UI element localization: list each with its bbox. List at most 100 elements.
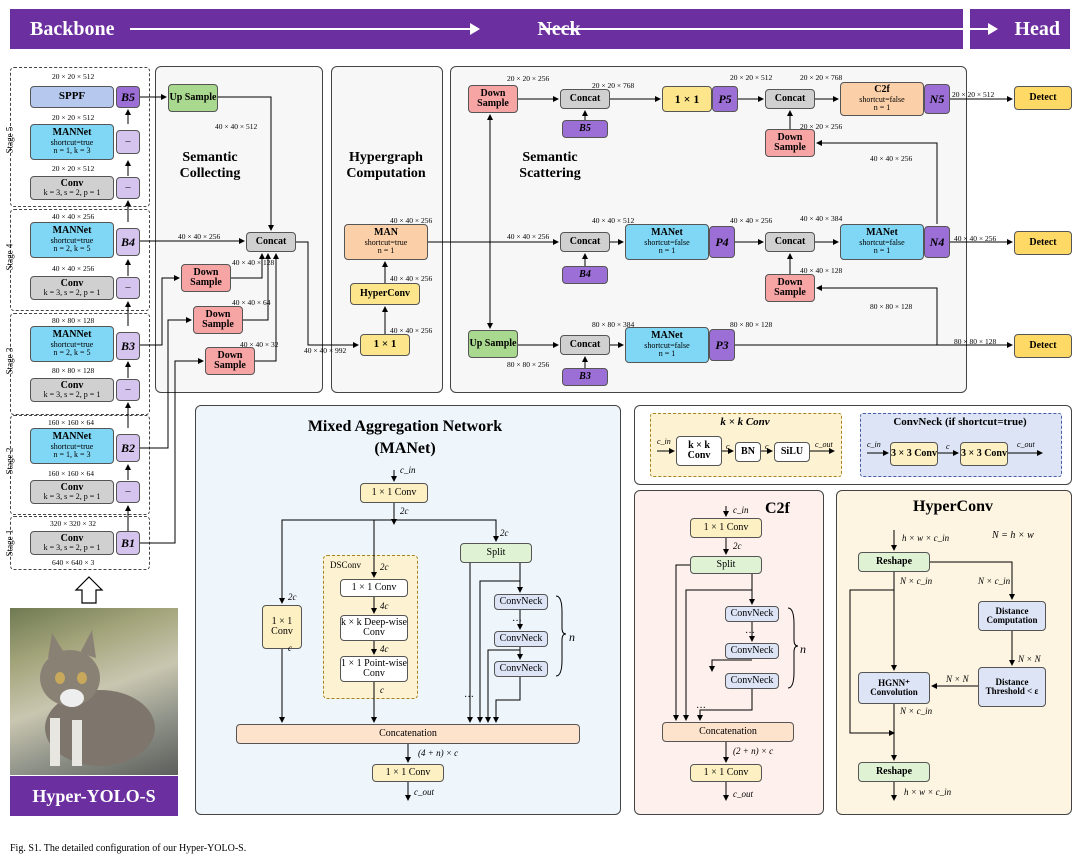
mannet3-sc: shortcut=false (644, 340, 690, 350)
s3-conv-label: Conv (60, 379, 84, 391)
hc-nn-1: N × N (1018, 654, 1041, 664)
manet-convneck-1-label: ConvNeck (499, 595, 543, 607)
manet-dots-1: ··· (512, 616, 522, 627)
kconv-title: k × k Conv (720, 416, 770, 428)
convneck-title: ConvNeck (if shortcut=true) (893, 416, 1027, 428)
stage1-label: Stage 1 (4, 529, 15, 557)
hc-hgnn: HGNN⁺ Convolution (858, 672, 930, 704)
hyper-dim-man: 40 × 40 × 256 (390, 216, 433, 225)
down1-label: Down Sample (190, 266, 222, 288)
s4-mannet-sc: shortcut=true (50, 235, 94, 245)
scatter-dim-cat5: 20 × 20 × 768 (592, 81, 635, 90)
mannet-n4-block: MANet shortcut=false n = 1 (840, 224, 924, 260)
s5-mannet-sc: shortcut=true (50, 137, 94, 147)
collect-title: Semantic Collecting (179, 150, 241, 181)
c2f-conv1-label: 1 × 1 Conv (703, 521, 749, 533)
down2-label: Down Sample (202, 308, 234, 330)
s2-conv-dash: – (116, 481, 140, 503)
c2f-label: C2f (874, 84, 890, 96)
upsample-label: Up Sample (169, 91, 217, 103)
scatter-b3: B3 (562, 368, 608, 386)
c2f-cin: c_in (733, 505, 749, 515)
scatter-concat3-label: Concat (569, 338, 601, 350)
scatter-upsample: Up Sample (468, 330, 518, 358)
hyper-dim-in: 40 × 40 × 992 (304, 346, 347, 355)
cat-photo (10, 608, 178, 775)
s2-dim1: 160 × 160 × 64 (48, 418, 94, 427)
convneck-cout: c_out (1017, 440, 1035, 449)
collect-concat: Concat (246, 232, 296, 252)
man-block: MAN shortcut=true n = 1 (344, 224, 428, 260)
cat-figure (40, 630, 155, 766)
detect-head-3: Detect (1014, 334, 1072, 358)
scatter-dim-mid-in: 40 × 40 × 256 (507, 232, 550, 241)
manet-concat-label: Concatenation (379, 727, 437, 739)
hyper-dim-hc: 40 × 40 × 256 (390, 274, 433, 283)
s4-conv-params: k = 3, s = 2, p = 1 (43, 288, 101, 298)
s5-dim2: 20 × 20 × 512 (52, 113, 95, 122)
s2-mannet-block: MANNet shortcut=true n = 1, k = 3 (30, 428, 114, 464)
c2f-conv1: 1 × 1 Conv (690, 518, 762, 538)
collect-dim-d1: 40 × 40 × 128 (232, 258, 275, 267)
scatter-dim-n5: 20 × 20 × 512 (952, 90, 995, 99)
scatter-b5-label: B5 (579, 122, 591, 134)
s2-conv-params: k = 3, s = 2, p = 1 (43, 492, 101, 502)
p4-block: P4 (709, 226, 735, 258)
backbone-banner: Backbone (10, 9, 170, 49)
manet-title: Mixed Aggregation Network (307, 418, 503, 435)
dash-text: – (125, 383, 131, 395)
dash-text: – (125, 135, 131, 147)
b5-label: B5 (120, 89, 135, 104)
n5-block: N5 (924, 84, 950, 114)
scatter-down1-label: Down Sample (477, 87, 509, 109)
stage5-label: Stage 5 (4, 126, 15, 154)
b4-label: B4 (120, 234, 135, 249)
kconv-cin: c_in (657, 437, 671, 446)
hc-reshape-1-label: Reshape (875, 555, 913, 567)
manet-conv-top-label: 1 × 1 Conv (371, 486, 417, 498)
scatter-conv11: 1 × 1 (662, 86, 712, 112)
scatter-dim-cat4: 40 × 40 × 512 (592, 216, 635, 225)
s3-mannet-block: MANNet shortcut=true n = 2, k = 5 (30, 326, 114, 362)
down3-label: Down Sample (214, 349, 246, 371)
mannet4-block: MANet shortcut=false n = 1 (625, 224, 709, 260)
manet-cin: c_in (400, 465, 416, 475)
model-name: Hyper-YOLO-S (32, 785, 156, 806)
hyperconv-block: HyperConv (350, 283, 420, 305)
p5-block: P5 (712, 86, 738, 112)
kconv-c1: c (726, 442, 730, 451)
scatter-b5: B5 (562, 120, 608, 138)
hc-nc-2: N × c_in (978, 576, 1011, 586)
manet-n: n (569, 630, 575, 644)
s5-mannet-dash: – (116, 130, 140, 154)
hc-reshape-2-label: Reshape (875, 765, 913, 777)
p3-label: P3 (715, 337, 729, 352)
kconv-cout: c_out (815, 440, 833, 449)
manet-split-label: Split (486, 546, 506, 558)
mannet-n4-label: MANet (866, 227, 898, 239)
c2f-cout: c_out (733, 789, 753, 799)
manet-out-c: (4 + n) × c (418, 748, 459, 758)
hc-output: h × w × c_in (904, 787, 952, 797)
scatter-dim-cat2: 20 × 20 × 768 (800, 73, 843, 82)
mannet3-label: MANet (651, 330, 683, 342)
hc-threshold: Distance Threshold < ε (978, 667, 1046, 707)
s5-mannet-label: MANNet (52, 127, 92, 139)
stage3-label: Stage 3 (4, 347, 15, 375)
c2f-title: C2f (765, 500, 790, 517)
scatter-down-n4-label: Down Sample (774, 276, 806, 298)
mannet3-block: MANet shortcut=false n = 1 (625, 327, 709, 363)
s3-dim2: 80 × 80 × 128 (52, 366, 95, 375)
b1-label: B1 (120, 535, 135, 550)
s1-dim1: 320 × 320 × 32 (50, 519, 96, 528)
scatter-down-n5: Down Sample (765, 129, 815, 157)
scatter-concat-n4: Concat (765, 232, 815, 252)
c2f-c2: 2c (733, 541, 742, 551)
n4-label: N4 (929, 234, 945, 249)
s4-dim1: 40 × 40 × 256 (52, 212, 95, 221)
s2-mannet-sc: shortcut=true (50, 441, 94, 451)
hc-distance-label: Distance Computation (986, 605, 1038, 625)
sppf-label: SPPF (58, 90, 86, 103)
backbone-label: Backbone (30, 17, 115, 40)
b2-label: B2 (120, 440, 135, 455)
